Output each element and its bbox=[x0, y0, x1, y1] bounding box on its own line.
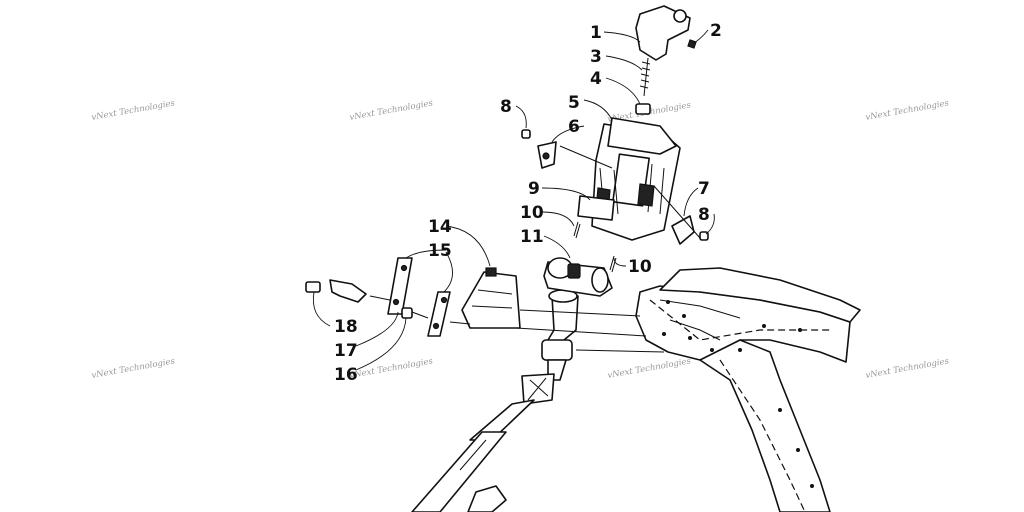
callout-4: 4 bbox=[590, 69, 602, 89]
callout-8-right: 8 bbox=[698, 205, 710, 225]
callout-10-right: 10 bbox=[628, 257, 652, 277]
chassis-frame bbox=[635, 267, 861, 512]
callout-1: 1 bbox=[590, 23, 602, 43]
watermark: vNext Technologies bbox=[349, 356, 435, 381]
assembly-lines bbox=[369, 145, 701, 353]
part-15-plates bbox=[387, 257, 451, 337]
part-5-housing bbox=[577, 117, 681, 241]
callout-5: 5 bbox=[568, 93, 580, 113]
part-3-bolt bbox=[639, 57, 651, 97]
callout-8-top: 8 bbox=[500, 97, 512, 117]
part-1-handle bbox=[635, 5, 697, 61]
watermark: vNext Technologies bbox=[91, 98, 177, 123]
watermark: vNext Technologies bbox=[91, 356, 177, 381]
callout-16: 16 bbox=[334, 365, 358, 385]
callout-2: 2 bbox=[710, 21, 722, 41]
callout-18: 18 bbox=[334, 317, 358, 337]
part-11-pivot-block bbox=[543, 257, 613, 297]
callout-15: 15 bbox=[428, 241, 452, 261]
watermark: vNext Technologies bbox=[865, 98, 951, 123]
part-10-pins bbox=[573, 221, 617, 273]
watermark: vNext Technologies bbox=[607, 356, 693, 381]
callout-labels: 1 2 3 4 5 8 6 7 8 9 10 11 10 14 15 18 17… bbox=[334, 21, 722, 385]
callout-10-left: 10 bbox=[520, 203, 544, 223]
frame-holes bbox=[662, 300, 814, 488]
shaft-collar bbox=[541, 339, 573, 361]
callout-7: 7 bbox=[698, 179, 710, 199]
callout-14: 14 bbox=[428, 217, 452, 237]
callout-9: 9 bbox=[528, 179, 540, 199]
universal-joint bbox=[521, 373, 555, 405]
callout-3: 3 bbox=[590, 47, 602, 67]
watermark: vNext Technologies bbox=[349, 98, 435, 123]
leader-lines bbox=[312, 29, 715, 371]
part-9-pin bbox=[577, 195, 615, 221]
hardware-16-18 bbox=[305, 279, 413, 319]
part-14-bracket bbox=[461, 267, 521, 329]
callout-6: 6 bbox=[568, 117, 580, 137]
part-4-washer bbox=[635, 103, 651, 115]
callout-17: 17 bbox=[334, 341, 358, 361]
part-6-clip bbox=[537, 141, 557, 169]
callout-11: 11 bbox=[520, 227, 544, 247]
part-7-clip bbox=[671, 215, 695, 245]
watermark: vNext Technologies bbox=[865, 356, 951, 381]
